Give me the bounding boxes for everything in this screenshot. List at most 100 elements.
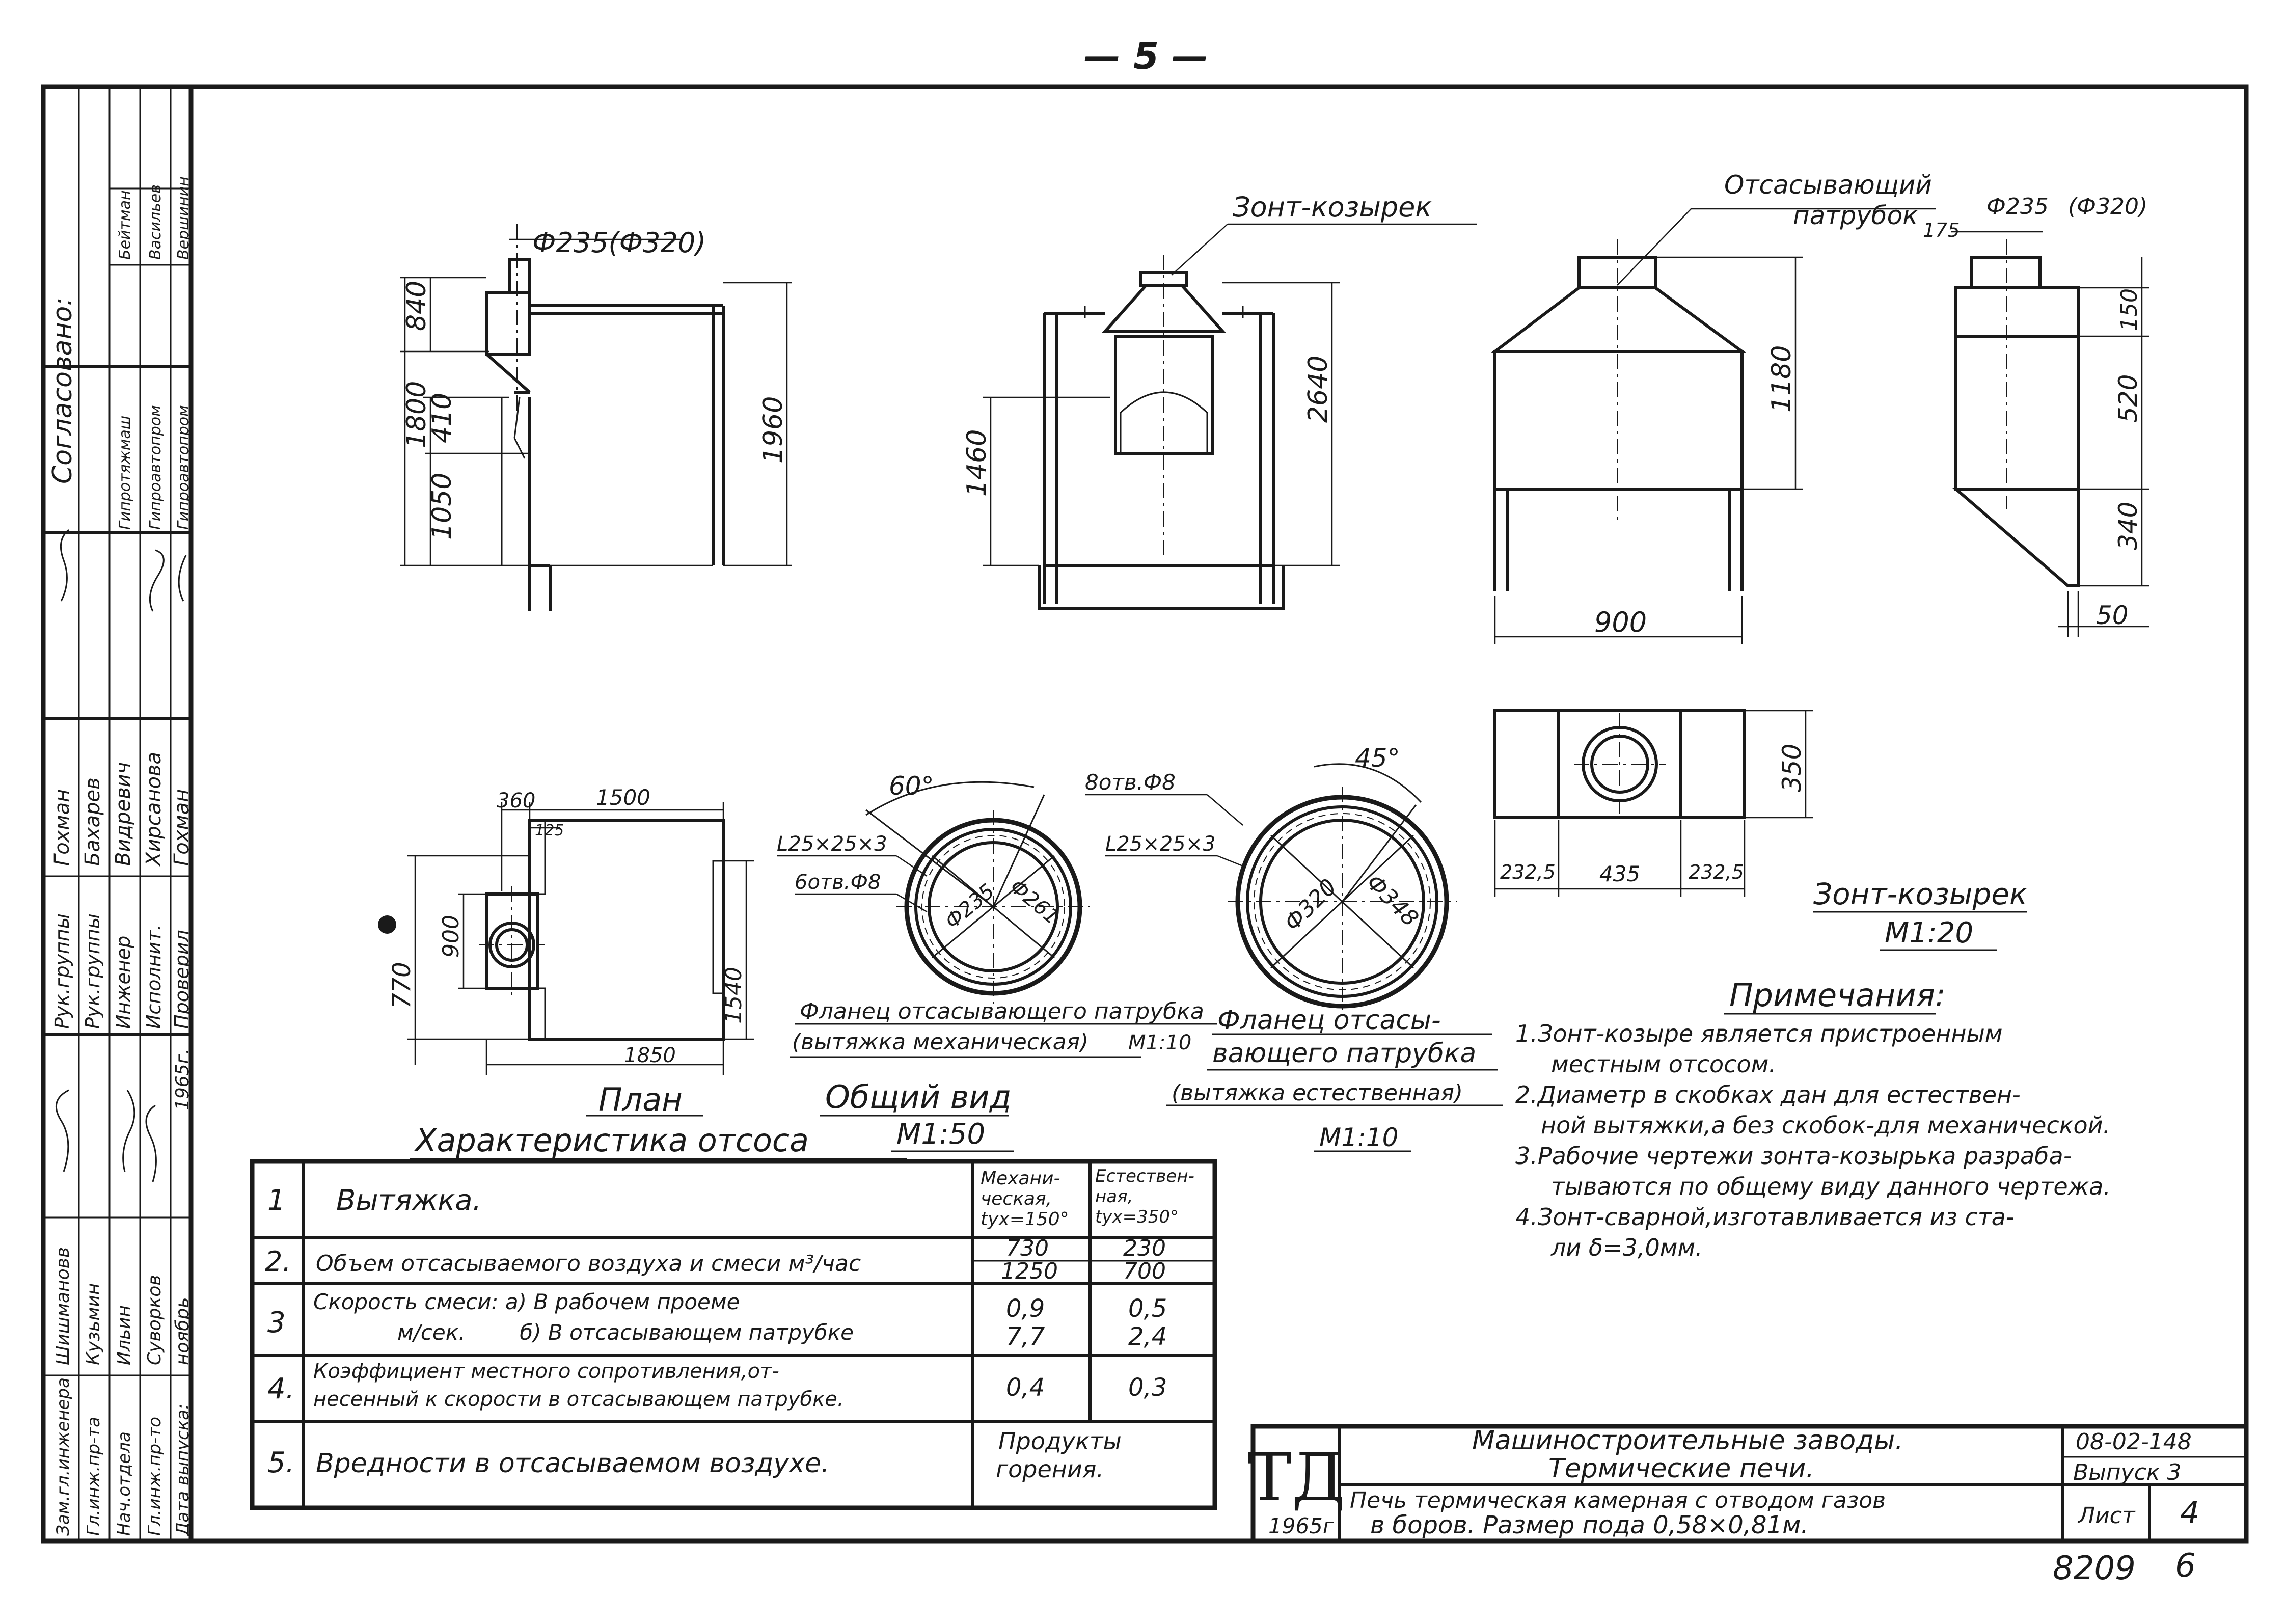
row3-label-a: Скорость смеси: а) В рабочем проеме [313, 1289, 740, 1314]
sheet-number: 4 [2180, 1495, 2199, 1531]
general-view-title: Общий вид [825, 1078, 1011, 1116]
org-2: Гипроавтопром [147, 405, 165, 530]
title-line-1: Машиностроительные заводы. [1472, 1425, 1903, 1456]
plan-dim-900: 900 [438, 915, 464, 958]
row1-col1-c: tух=150° [981, 1209, 1069, 1230]
plan-dim-1500: 1500 [596, 785, 650, 810]
note-line-4: ной вытяжки,а без скобок-для механическо… [1541, 1112, 2110, 1139]
row1-col2-a: Естествен- [1095, 1166, 1194, 1186]
title-line-2: Термические печи. [1548, 1453, 1814, 1484]
flange-natural: 45° 8отв.Ф8 L25×25×3 Ф320 Ф348 Фланец от… [1085, 743, 1503, 1152]
hood-dim-1180: 1180 [1766, 345, 1797, 413]
row1-col2-c: tух=350° [1095, 1207, 1179, 1227]
admin-role-3: Нач.отдела [114, 1431, 134, 1536]
plan-view: 360 1500 125 900 770 1540 1850 План [378, 785, 754, 1118]
row1-col1-b: ческая, [981, 1188, 1052, 1209]
front-view: Зонт-козырек 1460 2640 [962, 191, 1477, 610]
hood-side-fi2: (Ф320) [2068, 194, 2147, 220]
hood-side-dim-150: 150 [2116, 288, 2142, 331]
hood-side-view: Ф235 (Ф320) 175 150 520 340 50 [1923, 194, 2149, 637]
flange-mech-scale: М1:10 [1128, 1031, 1191, 1054]
flange-mech-d2: Ф261 [1005, 875, 1064, 929]
hood-plan-dim-350: 350 [1777, 744, 1807, 792]
hood-dim-900: 900 [1594, 606, 1647, 638]
stamp-role-4: Исполнит. [143, 925, 165, 1029]
flange-nat-angle-label: L25×25×3 [1105, 832, 1216, 856]
hood-caption-title: Зонт-козырек [1813, 877, 2027, 911]
signature-5 [122, 1090, 135, 1172]
plan-dim-1850: 1850 [624, 1044, 676, 1067]
org-name-3: Вершинин [175, 176, 193, 260]
side-stamp: Согласовано: Рук.группы Рук.группы Инжен… [43, 87, 194, 1541]
row3-col2-b: 2,4 [1128, 1322, 1167, 1351]
row4-label-b: несенный к скорости в отсасывающем патру… [313, 1388, 844, 1411]
stamp-name-3: Видревич [112, 762, 135, 866]
admin-name-4: Суворков [144, 1275, 165, 1365]
flange-mech-caption-1: Фланец отсасывающего патрубка [800, 998, 1204, 1024]
note-line-3: 2.Диаметр в скобках дан для естествен- [1515, 1081, 2021, 1108]
row3-col1-b: 7,7 [1006, 1322, 1045, 1351]
stamp-name-5: Гохман [170, 789, 194, 866]
td-logo: ТД [1247, 1439, 1345, 1516]
stamp-name-4: Хирсанова [142, 752, 166, 867]
flange-nat-d2: Ф348 [1361, 870, 1423, 932]
side-view: Ф235(Ф320) 840 1800 410 1050 1960 [400, 224, 792, 611]
side-dim-840: 840 [401, 281, 432, 331]
notes-title: Примечания: [1729, 977, 1946, 1014]
page-number: — 5 — [1084, 35, 1208, 77]
side-dim-1800: 1800 [401, 381, 432, 448]
hood-side-dim-520: 520 [2113, 374, 2143, 423]
notes: Примечания: 1.Зонт-козыре является прист… [1515, 977, 2111, 1261]
org-3: Гипроавтопром [175, 405, 193, 530]
flange-nat-caption-1: Фланец отсасы- [1217, 1005, 1441, 1036]
row4-label-a: Коэффициент местного сопротивления,от- [313, 1360, 779, 1383]
row5-col1-a: Продукты [998, 1427, 1122, 1455]
doc-code: 08-02-148 [2076, 1429, 2192, 1455]
flange-mech-holes: 6отв.Ф8 [795, 871, 881, 894]
admin-name-5: ноябрь [172, 1297, 193, 1366]
hood-plan-dim-2325a: 232,5 [1500, 861, 1556, 883]
characteristics-table: Характеристика отсоса 1 Вытяжка. Механи-… [250, 1122, 1217, 1510]
side-dim-1960: 1960 [758, 396, 788, 464]
row1-col2-b: ная, [1095, 1186, 1133, 1207]
flange-nat-caption-3: (вытяжка естественная) [1172, 1080, 1463, 1106]
agreed-label: Согласовано: [47, 297, 78, 484]
note-line-7: 4.Зонт-сварной,изготавливается из ста- [1515, 1203, 2014, 1231]
flange-nat-caption-2: вающего патрубка [1212, 1038, 1476, 1069]
row2-col2-b: 700 [1123, 1258, 1166, 1284]
flange-mech-angle: 60° [889, 771, 934, 801]
doc-issue: Выпуск 3 [2073, 1459, 2181, 1485]
row5-col1-b: горения. [996, 1455, 1104, 1483]
row4-num: 4. [267, 1372, 294, 1405]
admin-role-1: Зам.гл.инженера [53, 1377, 73, 1536]
front-dim-1460: 1460 [962, 429, 992, 497]
front-dim-2640: 2640 [1303, 356, 1334, 423]
flange-mech-caption-2: (вытяжка механическая) [792, 1029, 1088, 1055]
front-title: Зонт-козырек [1233, 191, 1432, 223]
plan-dim-125: 125 [535, 822, 564, 840]
sheet-label: Лист [2077, 1503, 2136, 1529]
flange-nat-angle: 45° [1355, 743, 1400, 773]
row5-label: Вредности в отсасываемом воздухе. [316, 1448, 829, 1479]
row4-col2: 0,3 [1128, 1373, 1167, 1402]
stamp-role-1: Рук.группы [51, 913, 73, 1029]
row2-col1-b: 1250 [1001, 1258, 1058, 1284]
admin-name-1: Шишмановв [52, 1247, 73, 1365]
hood-plan-view: 350 232,5 435 232,5 Зонт-козырек М1:20 [1493, 709, 2027, 951]
row3-label-b: м/сек. б) В отсасывающем патрубке [397, 1320, 854, 1345]
plan-dim-360: 360 [497, 789, 535, 813]
plan-dim-770: 770 [388, 962, 416, 1009]
flange-mech-angle-label: L25×25×3 [777, 832, 887, 856]
archive-number: 8209 [2053, 1550, 2136, 1587]
org-1: Гипротяжмаш [116, 416, 134, 530]
hood-caption-scale: М1:20 [1885, 916, 1973, 950]
note-line-1: 1.Зонт-козыре является пристроенным [1515, 1020, 2002, 1047]
admin-role-2: Гл.инж.пр-та [84, 1417, 104, 1536]
hood-plan-dim-2325b: 232,5 [1689, 861, 1744, 883]
signature-1 [60, 529, 69, 602]
side-dim-1050: 1050 [427, 473, 457, 540]
row1-label: Вытяжка. [336, 1184, 481, 1217]
row5-num: 5. [267, 1446, 294, 1479]
hood-front-view: Отсасывающий патрубок 1180 900 [1490, 170, 1936, 644]
